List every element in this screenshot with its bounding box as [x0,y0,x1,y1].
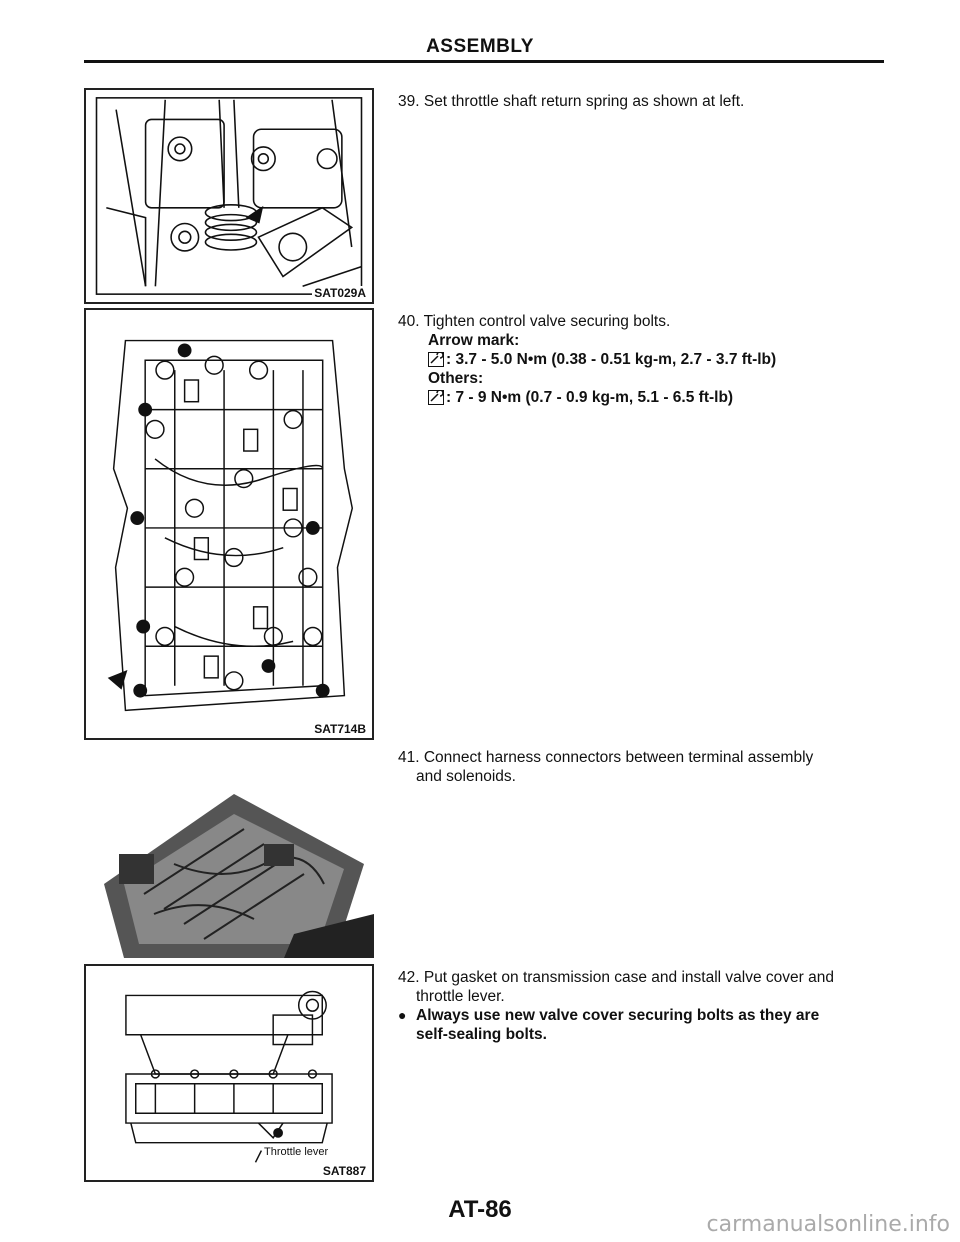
step-42-line1: 42. Put gasket on transmission case and … [398,969,834,986]
figure-control-valve: SAT714B [84,308,374,740]
arrow-mark-label: Arrow mark: [428,332,520,349]
figure-throttle-spring: SAT029A [84,88,374,304]
others-label: Others: [428,370,484,387]
figure-code: SAT029A [312,286,368,300]
step-42: 42. Put gasket on transmission case and … [398,968,886,1044]
throttle-spring-drawing [95,97,363,295]
watermark: carmanualsonline.info [706,1212,950,1237]
page-number: AT-86 [448,1196,512,1223]
bullet-icon: ● [398,1007,407,1023]
arrow-mark-icon [245,205,264,224]
header-rule [84,60,884,63]
step-39: 39. Set throttle shaft return spring as … [398,92,886,111]
figure-code: SAT887 [320,1164,368,1178]
arrow-torque-spec: : 3.7 - 5.0 N•m (0.38 - 0.51 kg-m, 2.7 -… [398,350,886,369]
figure-code: SAT714B [312,722,368,736]
step-40-text: 40. Tighten control valve securing bolts… [398,313,671,330]
arrow-mark-icon [107,669,128,690]
others-torque-spec: : 7 - 9 N•m (0.7 - 0.9 kg-m, 5.1 - 6.5 f… [398,388,886,407]
valve-cover-drawing [125,990,333,1163]
step-41: 41. Connect harness connectors between t… [398,748,886,786]
torque-wrench-icon [428,352,444,367]
torque-wrench-icon [428,390,444,405]
throttle-lever-label: Throttle lever [264,1146,329,1158]
page-header: ASSEMBLY [426,36,534,57]
harness-photo [84,744,374,958]
control-valve-drawing [107,339,354,712]
step-40: 40. Tighten control valve securing bolts… [398,312,886,407]
photo-harness-connectors [84,744,374,958]
step-41-line2: and solenoids. [416,768,516,785]
step-39-text: 39. Set throttle shaft return spring as … [398,93,745,110]
step-41-line1: 41. Connect harness connectors between t… [398,749,814,766]
step-42-note: ● Always use new valve cover securing bo… [398,1007,820,1043]
figure-valve-cover: Throttle lever SAT887 [84,964,374,1182]
step-42-line2: throttle lever. [416,988,505,1005]
